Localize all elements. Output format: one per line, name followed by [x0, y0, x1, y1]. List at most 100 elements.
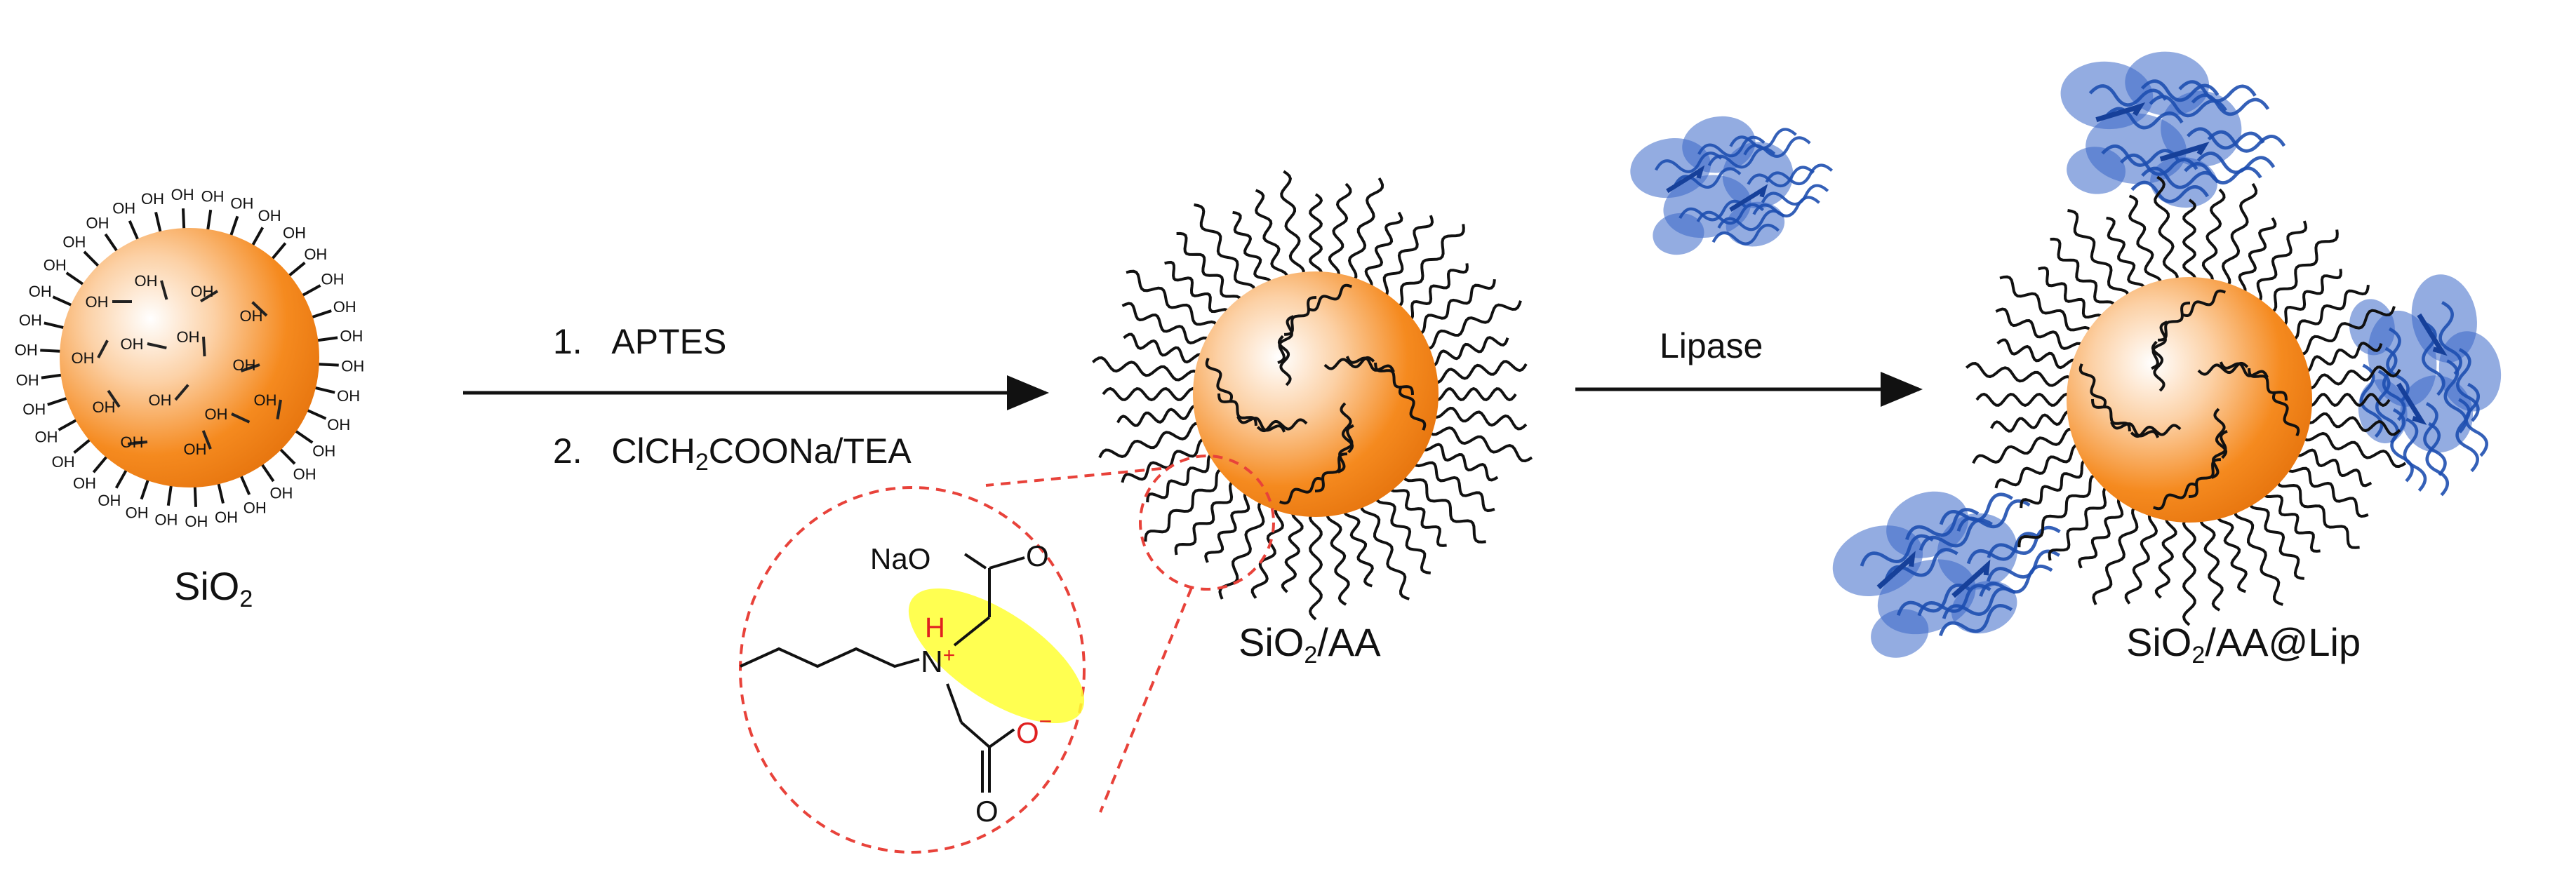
ligand-chain: [2276, 269, 2342, 327]
step-2-subscript: 2: [695, 449, 709, 476]
hydroxyl-label: OH: [341, 358, 364, 375]
step-3-label: Lipase: [1660, 326, 1763, 365]
ligand-chain: [1430, 386, 1517, 402]
hydroxyl-label: OH: [121, 335, 144, 353]
hydroxyl-label: OH: [72, 349, 95, 367]
lipase-protein-icon: [1832, 491, 2061, 658]
ligand-chain: [1425, 426, 1533, 463]
atom-n: N+: [921, 644, 956, 679]
zoom-line-top: [985, 467, 1162, 487]
ligand-chain: [2154, 513, 2177, 599]
ligand-chain: [1250, 504, 1285, 599]
hydroxyl-label: OH: [254, 391, 277, 409]
hydroxyl-label: OH: [269, 485, 293, 502]
ligand-chain: [2078, 363, 2107, 409]
ligand-chain: [1392, 224, 1465, 309]
ligand-chain: [2067, 209, 2130, 303]
silica-label: SiO2: [174, 564, 253, 612]
ligand-chain: [1345, 356, 1395, 373]
ligand-chain: [1255, 189, 1288, 284]
ligand-chain: [1996, 338, 2080, 370]
functionalized-label: SiO2/AA: [1239, 620, 1381, 668]
hydroxyl-label: OH: [141, 190, 164, 208]
ligand-chain: [1966, 362, 2076, 387]
hydroxyl-label: OH: [185, 513, 208, 530]
hydroxyl-label: OH: [154, 511, 178, 529]
step-2-label: 2. ClCH2COONa/TEA: [553, 433, 912, 474]
ligand-chain: [1389, 481, 1447, 547]
hydroxyl-label: OH: [16, 371, 39, 389]
hydroxyl-label: OH: [15, 341, 38, 358]
ligand-chain: [1121, 302, 1212, 347]
ligand-chain: [1102, 386, 1201, 402]
ligand-chain: [2154, 175, 2179, 286]
silica-particle: OH OH OH OH OH OH OH OH OH OH OH OH OH OH OH OH OH OH OH OH…: [15, 186, 364, 530]
ligand-chain: [1995, 307, 2086, 353]
ligand-chain: [2153, 483, 2198, 511]
ligand-chains-front: [1205, 283, 1427, 505]
ligand-chain: [2219, 361, 2269, 379]
hydroxyl-label: OH: [177, 328, 200, 346]
hydroxyl-label: OH: [52, 453, 75, 471]
ligand-chain: [1972, 427, 2079, 464]
hydroxyl-label: OH: [73, 475, 96, 492]
ligand-chain: [1174, 480, 1240, 556]
atom-h: H: [925, 612, 945, 643]
ligand-chain: [2078, 495, 2127, 569]
ligand-chain: [2248, 497, 2305, 580]
immobilized-label: SiO2/AA@Lip: [2126, 620, 2361, 668]
ligand-chain: [1429, 360, 1528, 384]
ligand-chain: [1176, 231, 1242, 307]
silica-sphere: [60, 228, 319, 487]
ligand-chain: [1308, 193, 1323, 280]
ligand-chain: [2302, 412, 2401, 436]
ligand-chain: [1411, 456, 1495, 513]
chelating-site-highlight: [908, 588, 1085, 724]
ligand-chain: [1217, 393, 1257, 426]
step-2-text-post: COONa/TEA: [708, 431, 912, 471]
hydroxyl-label: OH: [283, 224, 306, 241]
ligand-chain: [1999, 275, 2094, 338]
hydroxyl-label: OH: [86, 214, 109, 231]
ligand-chain: [1420, 300, 1522, 350]
ligand-chain: [1328, 182, 1352, 281]
ligand-chain: [2262, 487, 2321, 553]
hydroxyl-label: OH: [240, 307, 263, 325]
ligand-chain: [2286, 284, 2370, 341]
ligand-chain: [1347, 177, 1384, 285]
ligand-chain: [1279, 477, 1325, 505]
hydroxyl-label: OH: [149, 391, 172, 409]
hydroxyl-label: OH: [321, 270, 344, 288]
ligand-chain: [2294, 306, 2396, 356]
hydroxyl-label: OH: [184, 440, 207, 458]
hydroxyl-label: OH: [333, 298, 356, 316]
hydroxyl-inner-bonds: [97, 280, 282, 450]
atom-o-top: O: [1026, 539, 1049, 572]
ligand-chain: [2265, 229, 2339, 314]
hydroxyl-label: OH: [126, 504, 149, 522]
ligand-chain: [1218, 498, 1269, 600]
ligand-chain: [1375, 491, 1432, 574]
ligand-chain: [2182, 199, 2197, 285]
ligand-chains-back: [1966, 175, 2407, 626]
ligand-chain: [1360, 499, 1410, 600]
hydroxyl-labels: OH OH OH OH OH OH OH OH OH OH OH OH OH OH OH OH OH OH OH OH…: [15, 186, 364, 530]
ligand-chain: [1232, 210, 1272, 290]
step-2-number: 2.: [553, 431, 582, 471]
ligand-chain: [2302, 365, 2401, 389]
ligand-chain: [2017, 473, 2102, 548]
ligand-chain: [1236, 415, 1286, 433]
ligand-chain: [1403, 263, 1469, 321]
zoom-origin-circle: [1139, 455, 1275, 591]
ligand-chain: [2275, 476, 2360, 549]
hydroxyl-label: OH: [22, 401, 46, 418]
ligand-chains-back: [1092, 170, 1533, 621]
immobilized-particle: [1832, 51, 2502, 658]
hydroxyl-label: OH: [98, 492, 121, 509]
ligand-chain: [1429, 406, 1528, 431]
hydroxyl-label: OH: [243, 499, 267, 517]
hydroxyl-label: OH: [44, 257, 67, 274]
ligand-chain: [1098, 422, 1206, 459]
atom-o-bottom: O: [975, 795, 999, 828]
hydroxyl-label: OH: [215, 509, 238, 526]
